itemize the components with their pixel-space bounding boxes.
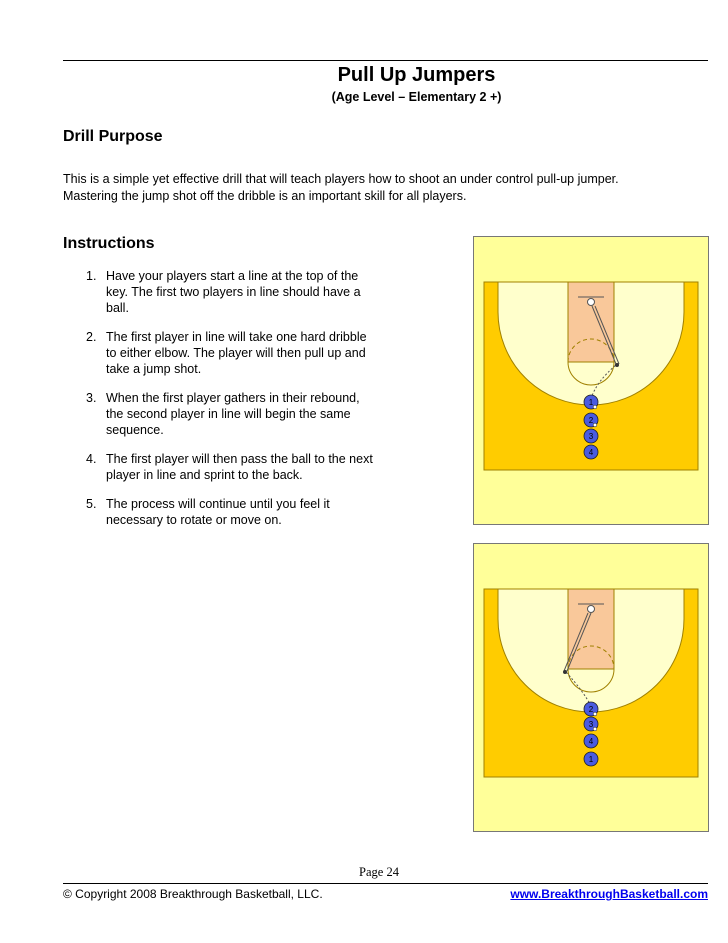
page-title: Pull Up Jumpers bbox=[337, 64, 496, 86]
step-text: The first player will then pass the ball… bbox=[106, 452, 373, 482]
step-number: 1. bbox=[86, 269, 97, 283]
purpose-text-line-1: This is a simple yet effective drill tha… bbox=[63, 172, 619, 186]
player-2: 2 bbox=[583, 701, 599, 717]
player-number: 2 bbox=[589, 705, 594, 714]
step-number: 4. bbox=[86, 452, 97, 466]
ball-icon bbox=[592, 726, 598, 732]
ball-icon bbox=[592, 404, 598, 410]
player-number: 1 bbox=[589, 755, 594, 764]
instruction-step-5: 5. The process will continue until you f… bbox=[86, 496, 376, 528]
player-3: 3 bbox=[583, 428, 599, 444]
shooter-marker bbox=[615, 363, 619, 367]
website-link[interactable]: www.BreakthroughBasketball.com bbox=[510, 887, 708, 901]
ball-icon bbox=[592, 422, 598, 428]
court-diagram-1: 1 2 3 4 bbox=[473, 236, 709, 525]
player-number: 4 bbox=[589, 737, 594, 746]
shooter-marker bbox=[563, 670, 567, 674]
player-number: 3 bbox=[589, 432, 594, 441]
court-diagram-svg: 1 2 3 4 bbox=[483, 281, 699, 471]
step-text: The first player in line will take one h… bbox=[106, 330, 367, 376]
step-number: 5. bbox=[86, 497, 97, 511]
header-rule bbox=[63, 60, 708, 61]
player-4: 4 bbox=[583, 444, 599, 460]
page-number: Page 24 bbox=[359, 865, 399, 879]
age-level-subtitle: (Age Level – Elementary 2 +) bbox=[331, 90, 502, 104]
step-number: 2. bbox=[86, 330, 97, 344]
court-diagram-svg: 2 3 4 1 bbox=[483, 588, 699, 778]
drill-purpose-heading: Drill Purpose bbox=[63, 128, 163, 145]
footer-rule bbox=[63, 883, 708, 884]
free-throw-lane bbox=[567, 281, 615, 363]
player-number: 4 bbox=[589, 448, 594, 457]
copyright-text: © Copyright 2008 Breakthrough Basketball… bbox=[63, 887, 323, 901]
instruction-step-3: 3. When the first player gathers in thei… bbox=[86, 390, 376, 438]
instructions-heading: Instructions bbox=[63, 235, 155, 252]
player-1: 1 bbox=[583, 751, 599, 767]
player-1: 1 bbox=[583, 394, 599, 410]
shot-path-line-b bbox=[566, 612, 592, 672]
player-number: 2 bbox=[589, 416, 594, 425]
ball-icon bbox=[592, 711, 598, 717]
player-number: 3 bbox=[589, 720, 594, 729]
free-throw-lane bbox=[567, 588, 615, 670]
hoop bbox=[587, 298, 595, 306]
player-line: 2 3 4 1 bbox=[583, 701, 599, 767]
step-text: Have your players start a line at the to… bbox=[106, 269, 361, 315]
free-throw-circle-bottom bbox=[567, 668, 615, 693]
instruction-list: 1. Have your players start a line at the… bbox=[86, 268, 376, 541]
instruction-step-1: 1. Have your players start a line at the… bbox=[86, 268, 376, 316]
shot-path-line-b bbox=[594, 305, 620, 365]
instruction-step-2: 2. The first player in line will take on… bbox=[86, 329, 376, 377]
player-2: 2 bbox=[583, 412, 599, 428]
purpose-text-line-2: Mastering the jump shot off the dribble … bbox=[63, 189, 467, 203]
free-throw-circle-top bbox=[567, 338, 615, 363]
step-text: When the first player gathers in their r… bbox=[106, 391, 360, 437]
court-diagram-2: 2 3 4 1 bbox=[473, 543, 709, 832]
player-4: 4 bbox=[583, 733, 599, 749]
instruction-step-4: 4. The first player will then pass the b… bbox=[86, 451, 376, 483]
player-3: 3 bbox=[583, 716, 599, 732]
player-number: 1 bbox=[589, 398, 594, 407]
shot-path-line-a bbox=[591, 305, 617, 365]
shot-path-line-a bbox=[563, 612, 589, 672]
hoop bbox=[587, 605, 595, 613]
step-number: 3. bbox=[86, 391, 97, 405]
free-throw-circle-top bbox=[567, 645, 615, 670]
free-throw-circle-bottom bbox=[567, 361, 615, 386]
step-text: The process will continue until you feel… bbox=[106, 497, 330, 527]
player-line: 1 2 3 4 bbox=[583, 394, 599, 460]
